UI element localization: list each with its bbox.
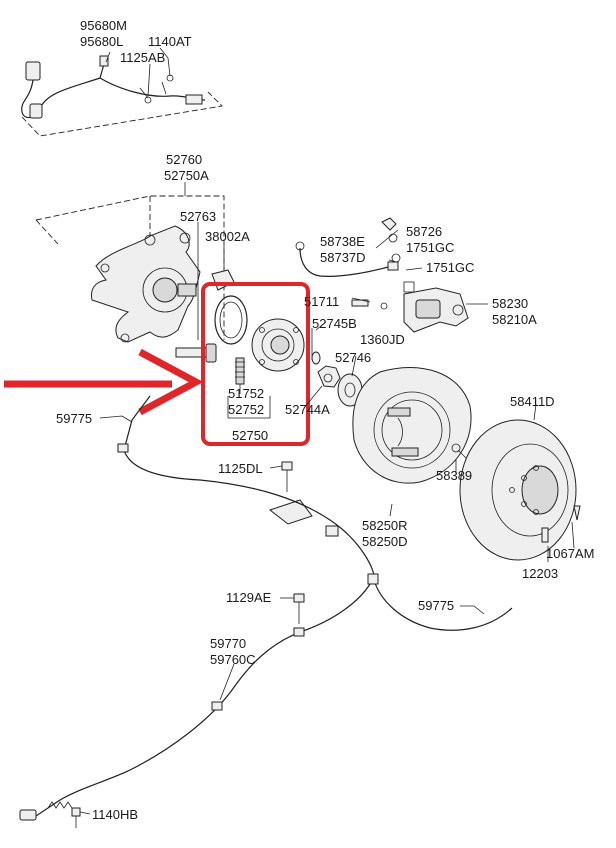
dust-cover-38002A	[211, 269, 235, 291]
label-1360JD: 1360JD	[360, 332, 405, 347]
wheel-speed-sensor-harness	[21, 55, 206, 119]
label-12203: 12203	[522, 566, 558, 581]
sensor-dashed-box	[21, 91, 223, 137]
label-1129AE: 1129AE	[226, 590, 272, 605]
label-52760: 52760	[166, 152, 202, 167]
label-38002A: 38002A	[205, 229, 250, 244]
highlight-arrow	[4, 348, 204, 416]
label-52746: 52746	[335, 350, 371, 365]
label-51752: 51752	[228, 386, 264, 401]
label-51711: 51711	[304, 294, 339, 309]
label-52750: 52750	[232, 428, 268, 443]
label-52763: 52763	[180, 209, 216, 224]
label-1067AM: 1067AM	[546, 546, 594, 561]
brake-hose-58737D	[295, 241, 399, 277]
brake-disc-58411D	[459, 419, 581, 561]
label-59775-a: 59775	[56, 411, 92, 426]
label-52750A: 52750A	[164, 168, 209, 183]
caliper-bolt-1360JD	[351, 299, 388, 310]
label-58250D: 58250D	[362, 534, 408, 549]
parking-cable-59775-upper	[117, 395, 513, 631]
label-1125DL: 1125DL	[218, 461, 263, 476]
label-1751GC-b: 1751GC	[426, 260, 474, 275]
label-58411D: 58411D	[510, 394, 555, 409]
bolt-1140HB	[71, 807, 81, 828]
hub-bolt-52763	[175, 343, 217, 363]
label-58250R: 58250R	[362, 518, 408, 533]
label-58389: 58389	[436, 468, 472, 483]
rear-knuckle	[91, 225, 201, 343]
screw-58389	[451, 443, 467, 459]
highlight-box	[201, 282, 310, 446]
label-95680M: 95680M	[80, 18, 127, 33]
label-95680L: 95680L	[80, 34, 123, 49]
bleeder-58726	[381, 217, 401, 263]
backing-plate-58250R	[352, 366, 472, 484]
label-1140AT: 1140AT	[148, 34, 192, 49]
cap-52745B	[311, 328, 321, 365]
label-58738E: 58738E	[320, 234, 365, 249]
bolt-1129AE	[293, 593, 305, 624]
label-52744A: 52744A	[285, 402, 330, 417]
label-58210A: 58210A	[492, 312, 537, 327]
part-labels: 95680M 95680L 1140AT 1125AB 52760 52750A…	[56, 18, 594, 822]
lock-nut-52744A	[317, 365, 341, 388]
label-58726: 58726	[406, 224, 442, 239]
label-52752: 52752	[228, 402, 264, 417]
brake-caliper-58230	[403, 281, 469, 333]
label-1751GC-a: 1751GC	[406, 240, 454, 255]
label-1125AB: 1125AB	[120, 50, 165, 65]
label-58230: 58230	[492, 296, 528, 311]
label-59775-b: 59775	[418, 598, 454, 613]
bolt-1125DL	[268, 461, 313, 525]
hub-bearing-assembly-52750	[214, 295, 305, 419]
label-52745B: 52745B	[312, 316, 357, 331]
leader-lines	[79, 47, 575, 815]
label-1140HB: 1140HB	[92, 807, 138, 822]
label-59770: 59770	[210, 636, 246, 651]
label-59760C: 59760C	[210, 652, 256, 667]
parking-cable-59770	[19, 573, 379, 821]
label-58737D: 58737D	[320, 250, 366, 265]
